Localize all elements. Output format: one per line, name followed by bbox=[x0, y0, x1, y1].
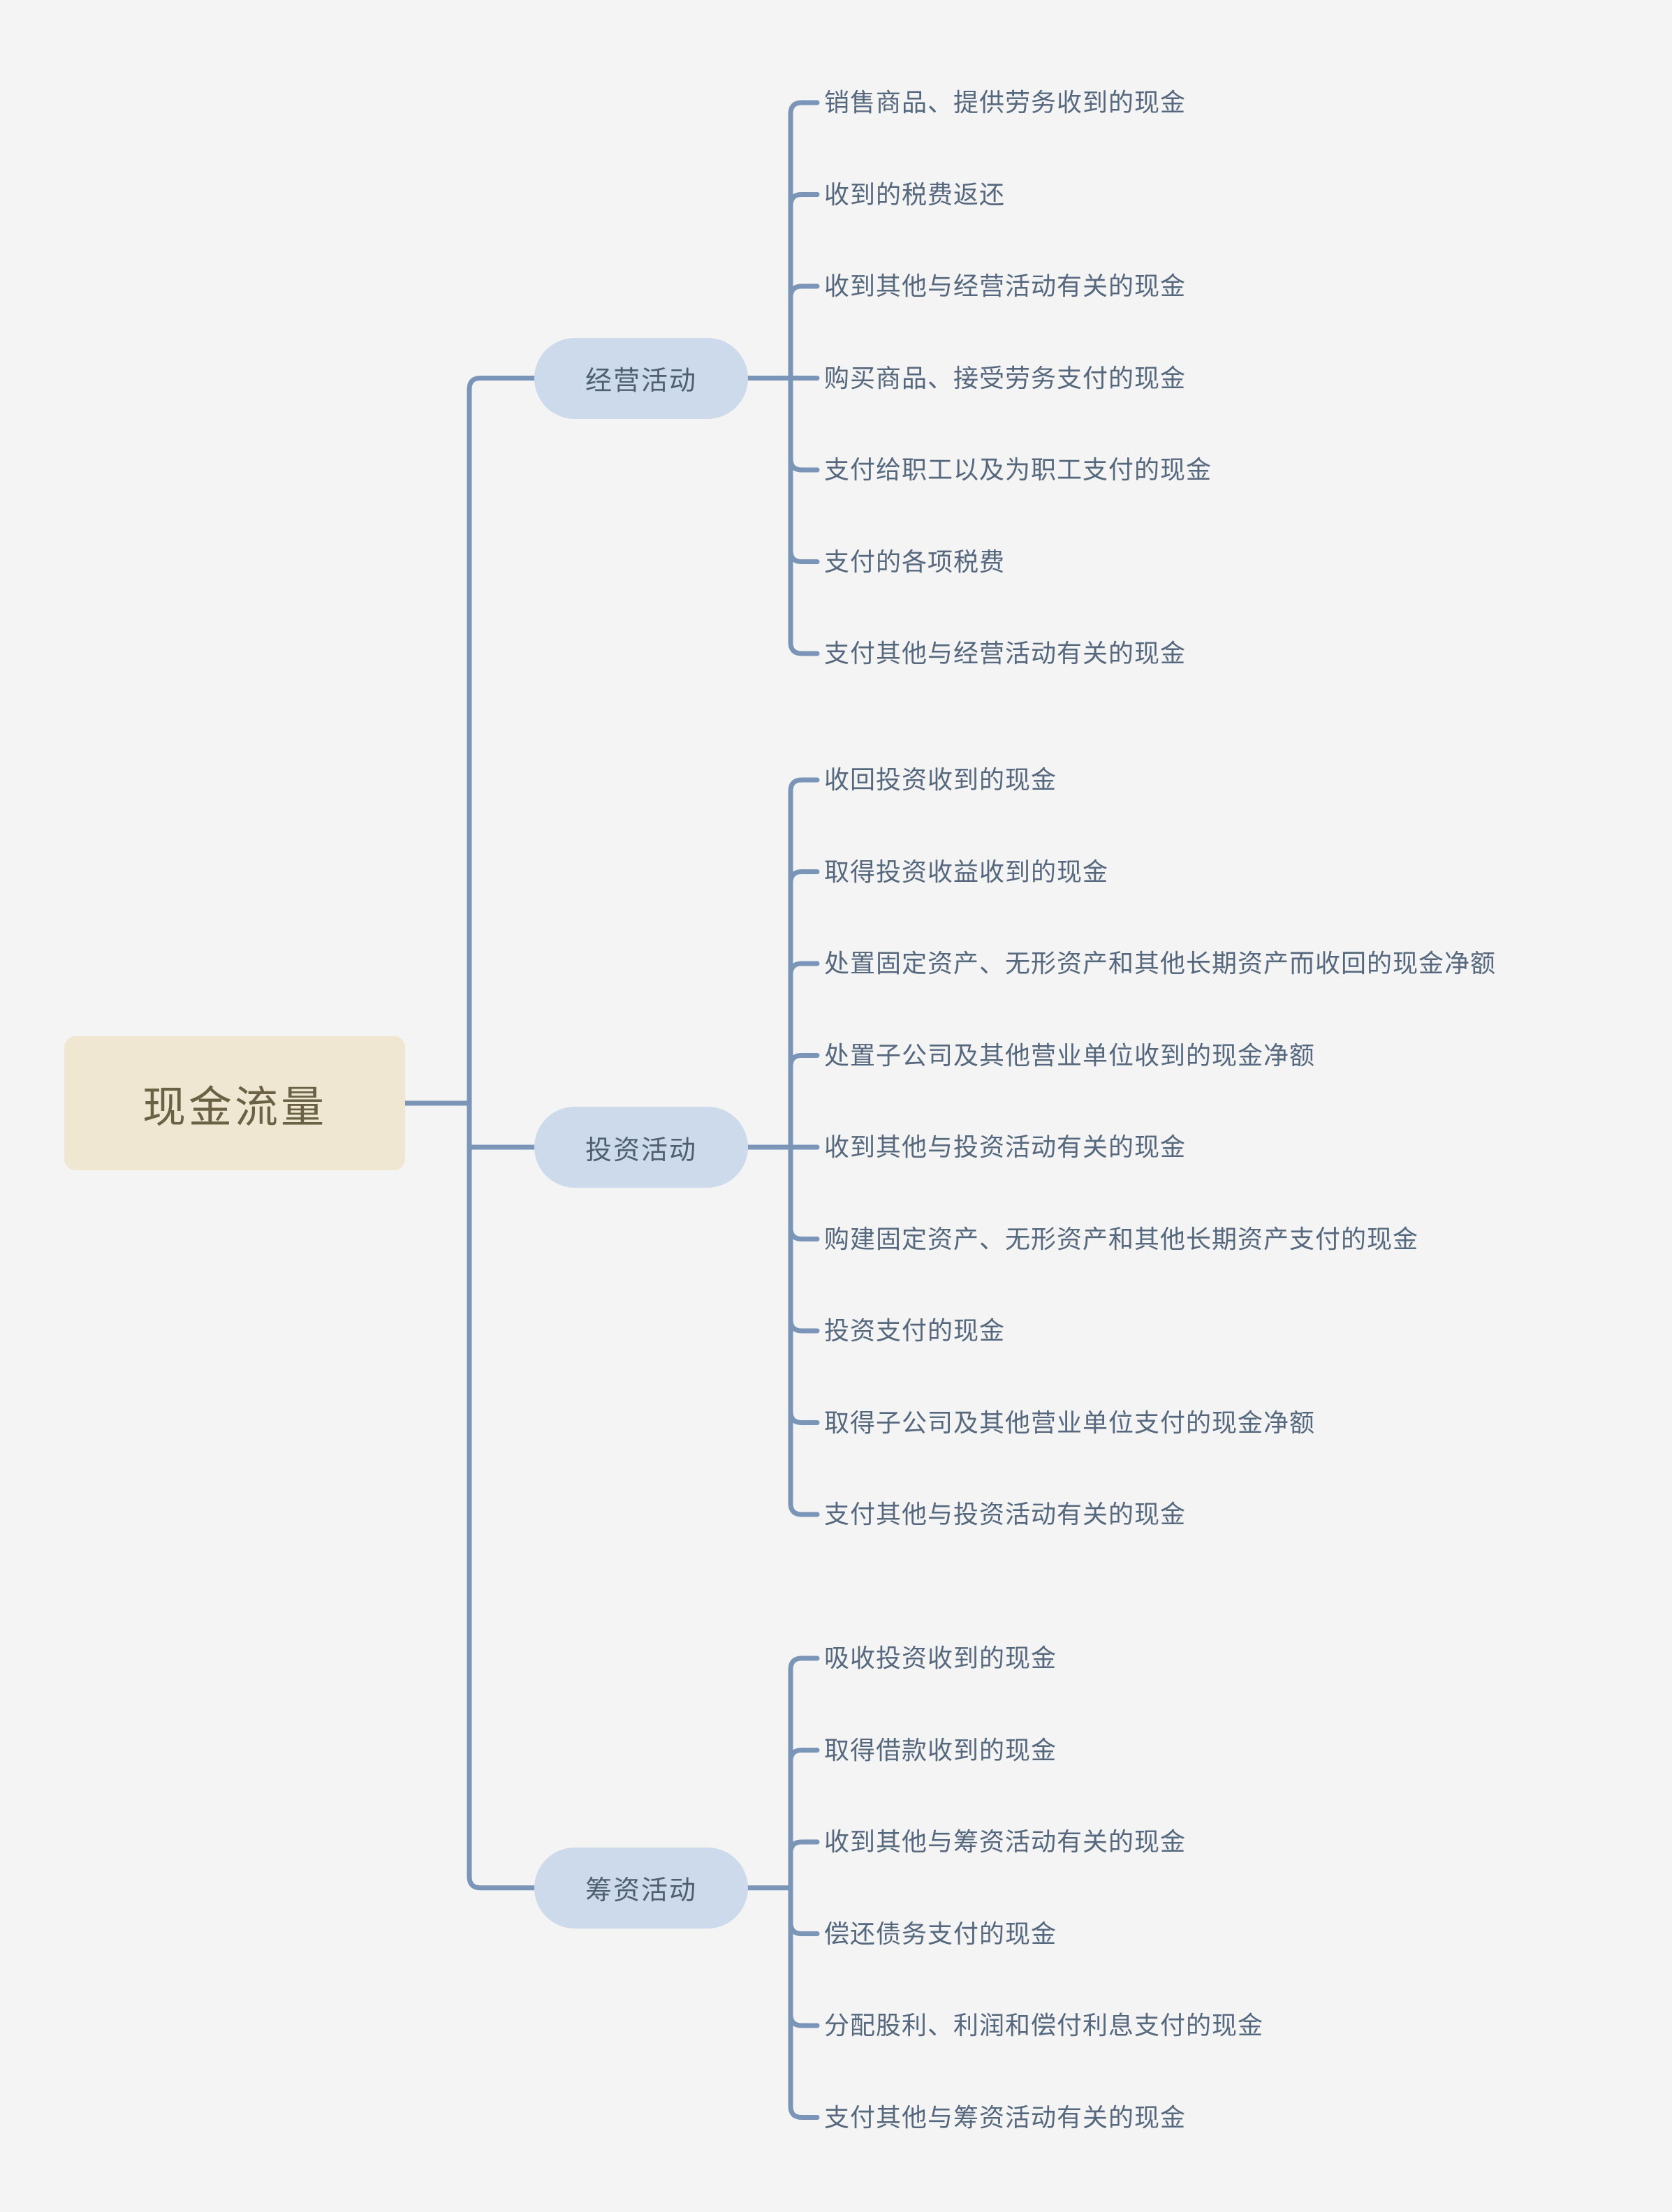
leaf-item[interactable]: 支付其他与经营活动有关的现金 bbox=[824, 639, 1187, 668]
connector-stub-investing-6 bbox=[788, 1317, 820, 1334]
connector-stub-financing-2 bbox=[788, 1839, 820, 1856]
leaf-item[interactable]: 收到其他与筹资活动有关的现金 bbox=[824, 1827, 1187, 1856]
leaf-item[interactable]: 支付的各项税费 bbox=[824, 547, 1006, 576]
leaf-item[interactable]: 处置子公司及其他营业单位收到的现金净额 bbox=[824, 1040, 1316, 1070]
leaf-item[interactable]: 取得子公司及其他营业单位支付的现金净额 bbox=[824, 1408, 1316, 1437]
connector-stub-investing-7 bbox=[788, 1409, 820, 1425]
leaf-item[interactable]: 支付给职工以及为职工支付的现金 bbox=[824, 455, 1212, 484]
connector-stub-investing-1 bbox=[788, 869, 820, 885]
leaf-item[interactable]: 销售商品、提供劳务收到的现金 bbox=[824, 88, 1187, 117]
leaf-item[interactable]: 购建固定资产、无形资产和其他长期资产支付的现金 bbox=[824, 1224, 1419, 1253]
connector-main-trunk bbox=[467, 376, 537, 1891]
leaf-item[interactable]: 支付其他与投资活动有关的现金 bbox=[824, 1500, 1187, 1528]
leaf-item[interactable]: 分配股利、利润和偿付利息支付的现金 bbox=[824, 2011, 1264, 2040]
connector-spine-investing bbox=[788, 777, 820, 1517]
connector-stub-investing-3 bbox=[788, 1053, 820, 1069]
leaf-item[interactable]: 吸收投资收到的现金 bbox=[824, 1644, 1057, 1672]
branch-node-financing[interactable]: 筹资活动 bbox=[534, 1847, 748, 1929]
leaf-item[interactable]: 取得投资收益收到的现金 bbox=[824, 857, 1109, 886]
connector-stub-financing-1 bbox=[788, 1748, 820, 1764]
leaf-item[interactable]: 收回投资收到的现金 bbox=[824, 765, 1057, 794]
connector-stub-financing-3 bbox=[788, 1920, 820, 1936]
connector-stub-financing-4 bbox=[788, 2012, 820, 2028]
leaf-item[interactable]: 购买商品、接受劳务支付的现金 bbox=[824, 363, 1187, 392]
connector-spine-operating bbox=[788, 100, 820, 656]
leaf-item[interactable]: 支付其他与筹资活动有关的现金 bbox=[824, 2102, 1187, 2132]
connector-spine-financing bbox=[788, 1656, 820, 2120]
root-node-label: 现金流量 bbox=[142, 1084, 327, 1132]
leaf-item[interactable]: 取得借款收到的现金 bbox=[824, 1735, 1057, 1764]
leaf-item[interactable]: 处置固定资产、无形资产和其他长期资产而收回的现金净额 bbox=[824, 949, 1497, 978]
leaf-item[interactable]: 收到的税费返还 bbox=[824, 179, 1006, 209]
leaf-item[interactable]: 投资支付的现金 bbox=[824, 1316, 1006, 1345]
connector-stub-investing-2 bbox=[788, 961, 820, 978]
leaf-item[interactable]: 偿还债务支付的现金 bbox=[824, 1919, 1057, 1948]
connector-stub-investing-5 bbox=[788, 1225, 820, 1241]
branch-node-label: 投资活动 bbox=[585, 1135, 697, 1165]
leaf-item[interactable]: 收到其他与投资活动有关的现金 bbox=[824, 1133, 1187, 1161]
branch-node-investing[interactable]: 投资活动 bbox=[534, 1107, 748, 1188]
connector-stub-operating-4 bbox=[788, 456, 820, 473]
root-node[interactable]: 现金流量 bbox=[64, 1036, 405, 1170]
leaf-item[interactable]: 收到其他与经营活动有关的现金 bbox=[824, 272, 1187, 300]
branch-node-operating[interactable]: 经营活动 bbox=[534, 337, 748, 419]
branch-node-label: 经营活动 bbox=[585, 367, 697, 396]
connector-stub-operating-5 bbox=[788, 548, 820, 564]
connector-stub-operating-2 bbox=[788, 283, 820, 300]
branch-node-label: 筹资活动 bbox=[585, 1876, 697, 1906]
connector-stub-operating-1 bbox=[788, 192, 820, 208]
